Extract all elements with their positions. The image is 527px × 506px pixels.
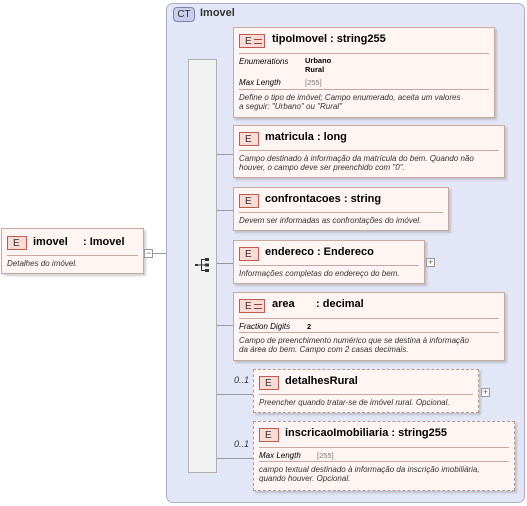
branch-line: [217, 210, 233, 211]
separator: [239, 53, 489, 54]
element-badge: E: [239, 132, 259, 146]
element-description: da área do bem. Campo com 2 casas decima…: [239, 345, 409, 354]
element-detalhesrural[interactable]: E detalhesRural Preencher quando tratar-…: [253, 369, 479, 413]
element-description: Campo de preenchimento numérico que se d…: [239, 336, 469, 345]
separator: [239, 265, 419, 266]
element-description: Informações completas do endereço do bem…: [239, 269, 400, 278]
separator: [239, 150, 499, 151]
separator: [259, 461, 509, 462]
element-endereco[interactable]: E endereco : Endereco Informações comple…: [233, 240, 425, 284]
element-title: inscricaoImobiliaria : string255: [285, 427, 448, 439]
root-connector: [145, 253, 168, 254]
element-description: Detalhes do imóvel.: [7, 259, 78, 268]
separator: [7, 255, 138, 256]
separator: [259, 447, 509, 448]
separator: [239, 89, 489, 90]
element-badge: E: [239, 34, 265, 48]
facet-value: Urbano: [305, 56, 332, 65]
branch-line: [217, 458, 253, 459]
element-badge: E: [259, 376, 279, 390]
expand-toggle[interactable]: +: [426, 257, 435, 267]
branch-line: [217, 394, 253, 395]
facet-key: Enumerations: [239, 57, 289, 66]
facet-value: [255]: [305, 78, 322, 87]
collapse-toggle[interactable]: −: [144, 248, 153, 258]
element-description: Preencher quando tratar-se de imóvel rur…: [259, 398, 450, 407]
branch-line: [217, 325, 233, 326]
facet-value: Rural: [305, 65, 325, 74]
element-badge: E: [239, 299, 265, 313]
element-description: houver, o campo deve ser preenchido com …: [239, 163, 405, 172]
separator: [239, 212, 443, 213]
element-matricula[interactable]: E matricula : long Campo destinado à inf…: [233, 125, 505, 178]
element-description: a seguir: "Urbano" ou "Rural": [239, 102, 342, 111]
separator: [239, 332, 499, 333]
element-title: detalhesRural: [285, 375, 358, 387]
facet-value: 2: [307, 322, 312, 331]
element-badge: E: [259, 428, 279, 442]
element-name: imovel: [33, 236, 68, 248]
element-confrontacoes[interactable]: E confrontacoes : string Devem ser infor…: [233, 187, 449, 231]
element-description: quando houver. Opcional.: [259, 474, 351, 483]
cardinality-label: 0..1: [234, 375, 250, 385]
element-description: Devem ser informadas as confrontações do…: [239, 216, 422, 225]
branch-line: [217, 263, 233, 264]
element-type: : Imovel: [83, 236, 125, 248]
separator: [239, 318, 499, 319]
element-badge: E: [239, 194, 259, 208]
facet-key: Fraction Digits: [239, 322, 291, 331]
branch-line: [217, 154, 233, 155]
facet-key: Max Length: [239, 78, 281, 87]
element-badge: E: [239, 247, 259, 261]
separator: [259, 394, 473, 395]
element-title: confrontacoes : string: [265, 193, 382, 205]
element-area[interactable]: E area : decimal Fraction Digits 2 Campo…: [233, 292, 505, 361]
ct-badge: CT: [173, 7, 195, 22]
expand-toggle[interactable]: +: [481, 387, 490, 397]
element-title: tipoImovel : string255: [272, 33, 386, 45]
element-badge: E: [7, 236, 27, 250]
ct-title: Imovel: [200, 7, 235, 19]
element-description: campo textual destinado à informação da …: [259, 465, 480, 474]
element-description: Campo destinado à informação da matrícul…: [239, 154, 474, 163]
element-inscricaoimobiliaria[interactable]: E inscricaoImobiliaria : string255 Max L…: [253, 421, 515, 491]
cardinality-label: 0..1: [234, 439, 250, 449]
element-title: endereco : Endereco: [265, 246, 374, 258]
facet-value: [255]: [317, 451, 334, 460]
element-title: matricula : long: [265, 131, 347, 143]
sequence-icon: [195, 258, 209, 272]
element-tipoimovel[interactable]: E tipoImovel : string255 Enumerations Ur…: [233, 27, 495, 118]
element-description: Define o tipo de imóvel; Campo enumerado…: [239, 93, 461, 102]
sequence-bar: [188, 59, 217, 473]
root-element[interactable]: E imovel : Imovel Detalhes do imóvel.: [1, 228, 144, 274]
facet-key: Max Length: [259, 451, 301, 460]
element-title: area : decimal: [272, 298, 364, 310]
